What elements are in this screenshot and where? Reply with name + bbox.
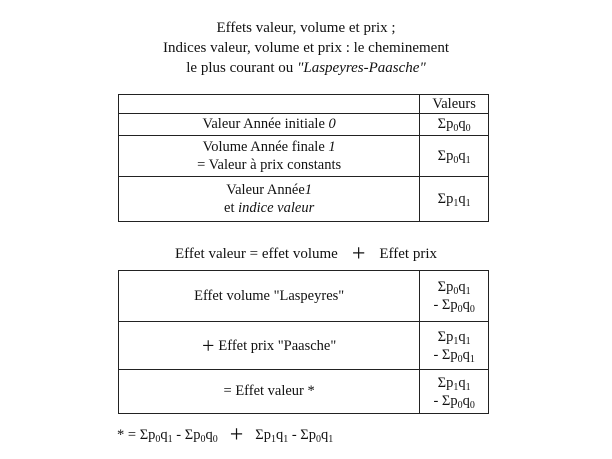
formula: Σp1q1 (437, 328, 471, 347)
row-value: Σp0q0 (419, 113, 489, 136)
formula: Σp0q1 (437, 279, 471, 297)
row-label-line-2: et indice valeur (119, 199, 419, 217)
page-title: Effets valeur, volume et prix ; Indices … (0, 18, 612, 78)
row-label: +Effet prix "Paasche" (117, 321, 421, 370)
effects-table: Effet volume "Laspeyres" Σp0q1 - Σp0q0 +… (117, 270, 489, 414)
row-label: Effet volume "Laspeyres" (117, 270, 421, 322)
row-label-line-1-text: Volume Année finale (202, 139, 329, 155)
row-label-italic: 0 (328, 116, 336, 132)
formula: - Σp0q1 (433, 346, 475, 365)
table-row: Effet volume "Laspeyres" Σp0q1 - Σp0q0 (117, 270, 489, 322)
plus-sign: + (351, 241, 366, 267)
title-line-3: le plus courant ou "Laspeyres-Paasche" (0, 58, 612, 78)
effect-equation: Effet valeur = effet volume + Effet prix (0, 241, 612, 268)
row-label-line-2-italic: indice valeur (238, 200, 315, 216)
formula: Σp0q1 (437, 147, 471, 166)
formula: - Σp0q0 (433, 392, 475, 411)
table-row: Valeur Année initiale 0 Σp0q0 (117, 113, 489, 136)
table-row: Volume Année finale 1 = Valeur à prix co… (117, 135, 489, 177)
plus-sign: + (202, 332, 215, 358)
table-row: +Effet prix "Paasche" Σp1q1 - Σp0q1 (117, 321, 489, 370)
header-empty-cell (117, 94, 421, 114)
equation-left: Effet valeur = effet volume (174, 246, 338, 262)
formula: Σp1q1 (437, 374, 471, 393)
formula: - Σp0q0 (433, 297, 475, 315)
row-value: Σp0q1 (419, 135, 489, 177)
row-label-line-2: = Valeur à prix constants (197, 157, 342, 173)
values-table: Valeurs Valeur Année initiale 0 Σp0q0 Vo… (117, 94, 489, 222)
row-label-line-1: Volume Année finale 1 (119, 138, 419, 156)
row-label-line-1: Valeur Année1 (119, 181, 419, 199)
title-line-3-italic: "Laspeyres-Paasche" (297, 60, 426, 76)
row-label-text: Effet prix "Paasche" (218, 337, 337, 354)
footnote: * = Σp0q1 - Σp0q0 + Σp1q1 - Σp0q1 (117, 422, 333, 449)
row-label-line-1-italic: 1 (328, 139, 336, 155)
title-line-3-text: le plus courant ou (186, 60, 298, 76)
header-cell: Valeurs (419, 94, 489, 114)
formula: Σp1q1 (437, 190, 471, 209)
row-label-text: Valeur Année initiale (202, 116, 329, 132)
title-line-2: Indices valeur, volume et prix : le chem… (163, 40, 449, 56)
row-value: Σp1q1 - Σp0q1 (419, 321, 489, 370)
row-value: Σp1q1 - Σp0q0 (419, 369, 489, 414)
formula: Σp0q0 (437, 116, 471, 134)
equation-right: Effet prix (379, 246, 437, 262)
row-label: = Effet valeur * (117, 369, 421, 414)
row-label: Volume Année finale 1 = Valeur à prix co… (117, 135, 421, 177)
title-line-1: Effets valeur, volume et prix ; (216, 20, 396, 36)
row-label: Valeur Année initiale 0 (117, 113, 421, 136)
values-table-header-row: Valeurs (117, 94, 489, 114)
row-value: Σp1q1 (419, 176, 489, 222)
table-row: Valeur Année1 et indice valeur Σp1q1 (117, 176, 489, 222)
row-label-line-1-text: Valeur Année (226, 182, 305, 198)
row-label-line-1-italic: 1 (304, 182, 313, 198)
table-row: = Effet valeur * Σp1q1 - Σp0q0 (117, 369, 489, 414)
row-label-line-2-text: et (224, 200, 239, 216)
row-label: Valeur Année1 et indice valeur (117, 176, 421, 222)
row-value: Σp0q1 - Σp0q0 (419, 270, 489, 322)
plus-sign: + (229, 422, 244, 448)
footnote-left: * = Σp0q1 - Σp0q0 (117, 427, 218, 445)
footnote-right: Σp1q1 - Σp0q1 (255, 427, 334, 445)
